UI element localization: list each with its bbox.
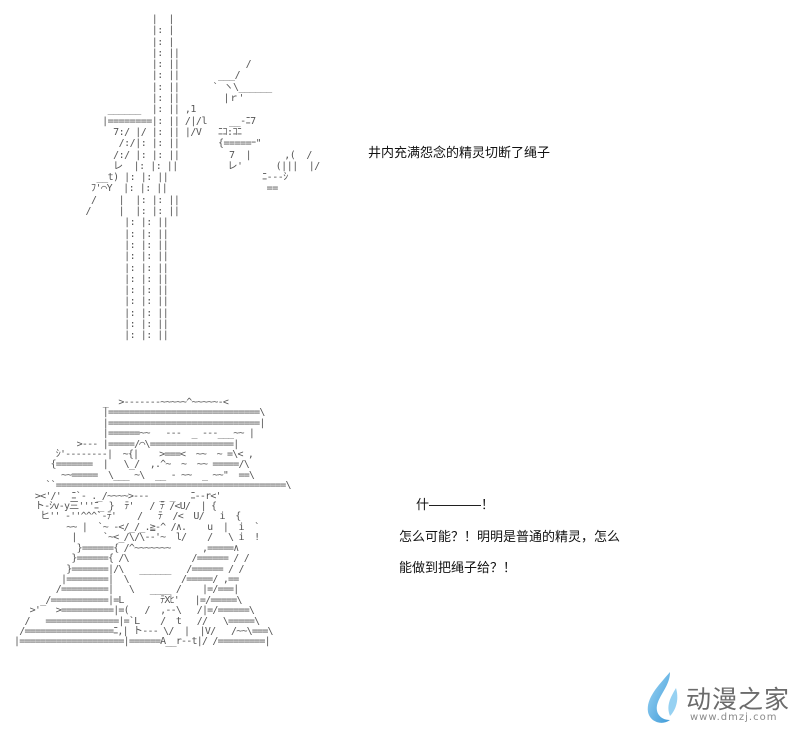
ascii-art-bottom: _ >-------~~~~~^~~~~~-< |===============…	[14, 397, 292, 648]
watermark-name: 动漫之家	[686, 685, 791, 714]
ascii-art-top: | | |: | |: | |: || |: || / |: || ___/ |…	[85, 14, 321, 342]
caption-do-to-rope: 能做到把绳子给？！	[399, 561, 517, 576]
watermark-url: www.dmzj.com	[690, 712, 778, 723]
caption-rope-cut: 井内充满怨念的精灵切断了绳子	[368, 146, 551, 161]
water-drop-icon	[647, 672, 678, 723]
caption-how-possible: 怎么可能？！明明是普通的精灵，怎么	[399, 530, 621, 545]
caption-exclamation: 什――――！	[416, 498, 495, 513]
dmzj-watermark: 动漫之家 www.dmzj.com	[640, 668, 790, 728]
